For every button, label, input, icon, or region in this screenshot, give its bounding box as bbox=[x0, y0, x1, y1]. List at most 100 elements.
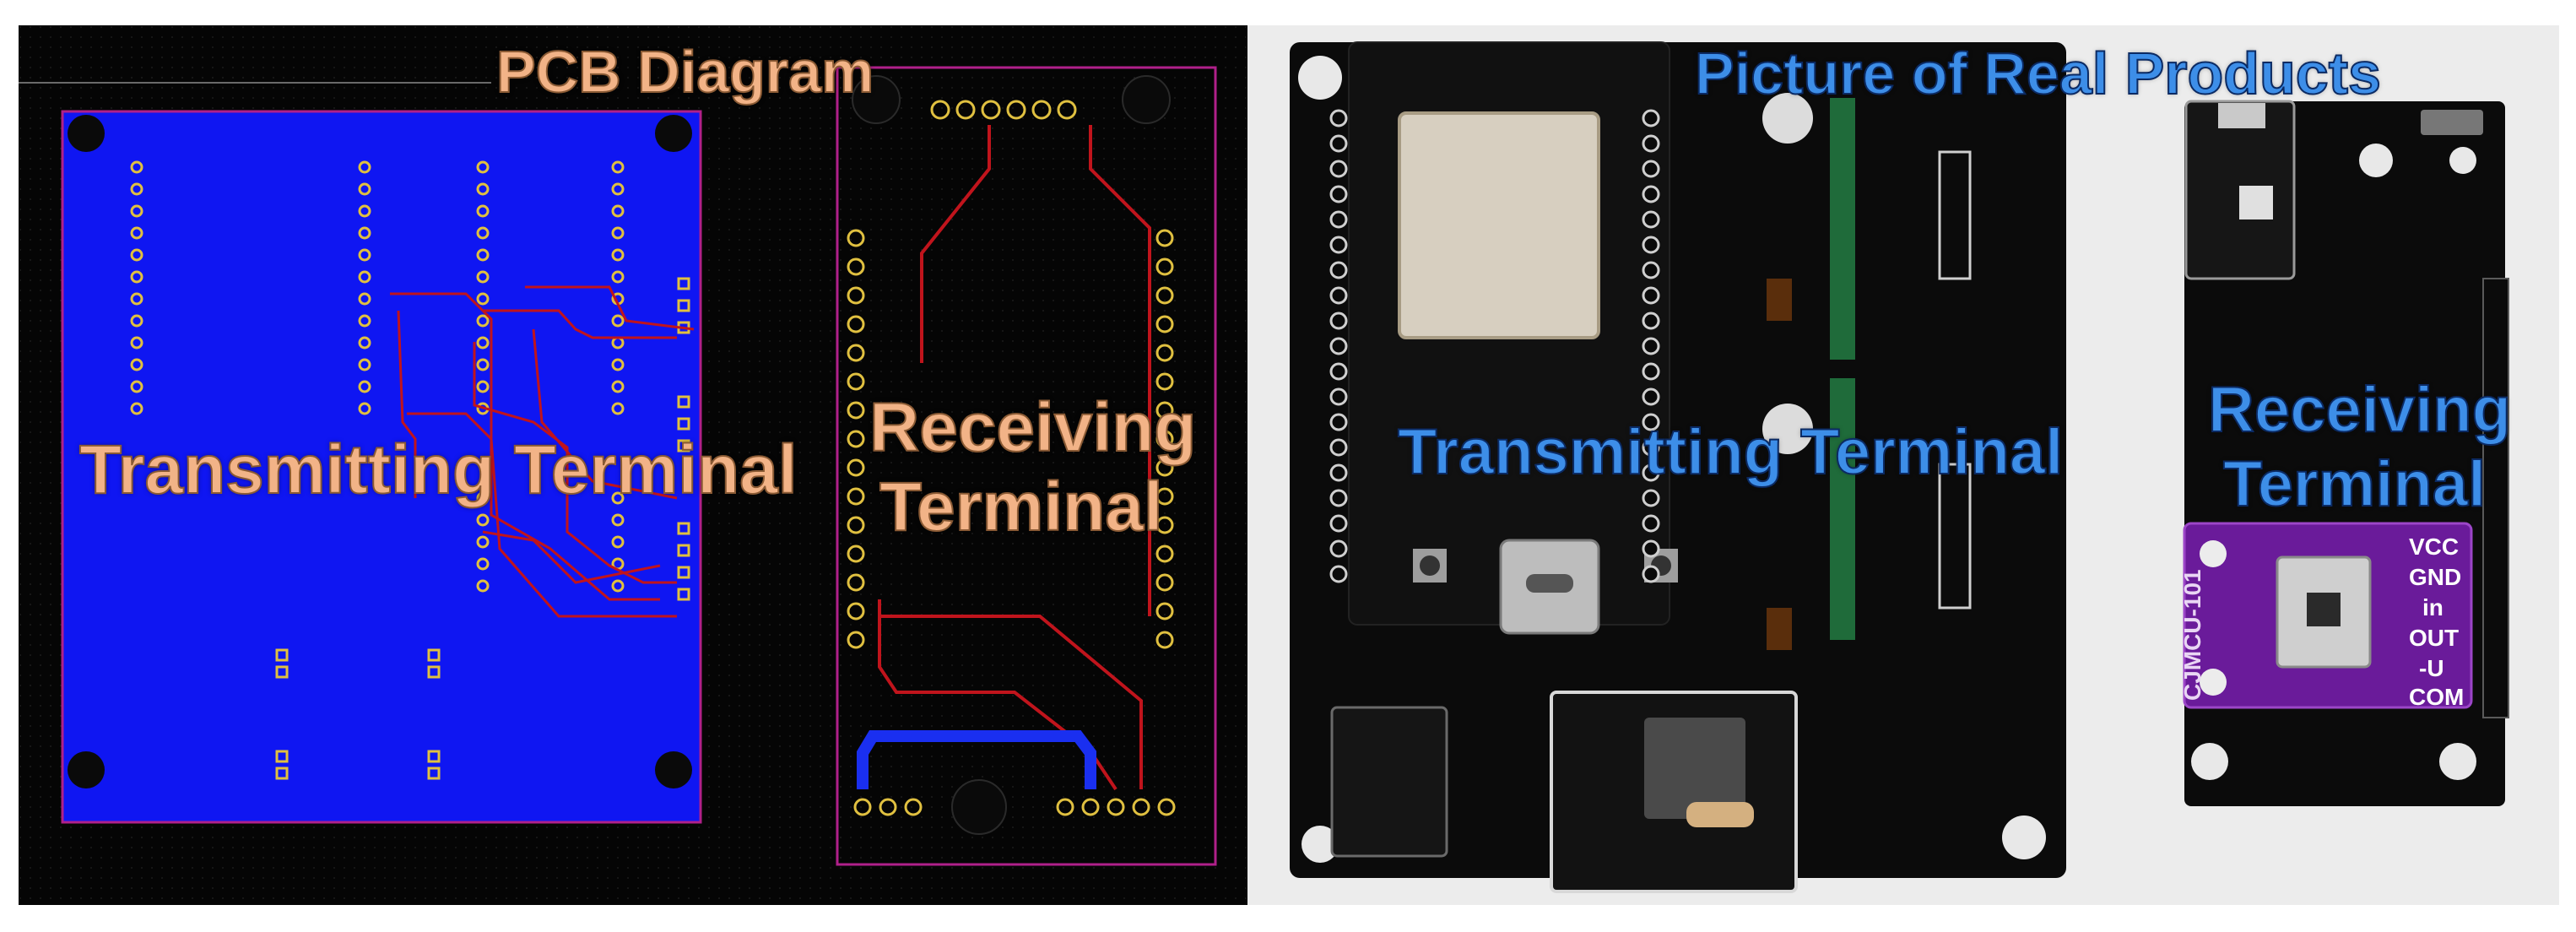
esp32-pin bbox=[1642, 413, 1660, 431]
tx-pad bbox=[358, 182, 371, 196]
esp32-pin bbox=[1642, 236, 1660, 254]
esp32-pin bbox=[1642, 539, 1660, 558]
tx-pad bbox=[476, 270, 490, 284]
tx-square-pad bbox=[275, 767, 289, 780]
rx-right-pad bbox=[1155, 602, 1174, 620]
rx-header-pad bbox=[981, 100, 1001, 120]
real-transmitting-terminal-label: Transmitting Terminal bbox=[1397, 416, 2064, 488]
pcb-diagram-panel: PCB Diagram Transmitting Terminal Receiv… bbox=[19, 25, 1247, 905]
transmitting-board-photo bbox=[1290, 41, 2066, 893]
rx-right-pad bbox=[1155, 430, 1174, 448]
tx-pad bbox=[130, 314, 143, 328]
esp32-pin bbox=[1642, 565, 1660, 583]
rx-left-pad bbox=[847, 344, 865, 362]
rx-left-pad bbox=[847, 602, 865, 620]
tx-pad bbox=[476, 380, 490, 393]
tx-pad bbox=[476, 358, 490, 371]
rx-left-pad bbox=[847, 516, 865, 534]
rx-right-pad bbox=[1155, 487, 1174, 506]
pcb-receiving-terminal-label-line1: Receiving bbox=[869, 389, 1197, 466]
tx-pad bbox=[476, 336, 490, 350]
rx-right-pad bbox=[1155, 631, 1174, 649]
rx-header-pad bbox=[930, 100, 950, 120]
tx-pad bbox=[476, 160, 490, 174]
tx-pad bbox=[476, 557, 490, 571]
esp32-pin bbox=[1329, 489, 1348, 507]
rx-left-pad bbox=[847, 430, 865, 448]
tx-square-pad bbox=[427, 648, 441, 662]
rx-left-pad bbox=[847, 315, 865, 333]
esp32-pin bbox=[1329, 236, 1348, 254]
tx-pad bbox=[358, 402, 371, 415]
esp32-pin bbox=[1329, 413, 1348, 431]
receiving-board-photo bbox=[2183, 100, 2509, 806]
tx-pad bbox=[130, 226, 143, 240]
pcb-diagram-title: PCB Diagram bbox=[495, 39, 874, 105]
rx-right-pad bbox=[1155, 545, 1174, 563]
pcb-transmitting-terminal-label: Transmitting Terminal bbox=[78, 431, 798, 508]
rx-bottom-pad bbox=[1157, 798, 1176, 816]
rx-left-pad bbox=[847, 372, 865, 391]
relay-header-top bbox=[1830, 98, 1855, 360]
tx-pad bbox=[611, 491, 625, 505]
tx-pad bbox=[130, 270, 143, 284]
tx-square-pad bbox=[275, 750, 289, 763]
esp32-pin bbox=[1642, 286, 1660, 305]
esp32-pin bbox=[1329, 210, 1348, 229]
rx-bottom-pad bbox=[1107, 798, 1125, 816]
tx-square-pad bbox=[677, 588, 690, 601]
tx-pad bbox=[358, 226, 371, 240]
esp32-pin bbox=[1642, 438, 1660, 457]
esp32-pin bbox=[1642, 489, 1660, 507]
rx-header-pad bbox=[1006, 100, 1026, 120]
tx-pad bbox=[611, 182, 625, 196]
tx-square-pad bbox=[677, 439, 690, 452]
esp32-pin bbox=[1329, 134, 1348, 153]
tx-pad bbox=[476, 314, 490, 328]
tx-pad bbox=[476, 579, 490, 593]
tx-pad bbox=[476, 292, 490, 306]
tx-pad bbox=[358, 270, 371, 284]
rx-right-pad bbox=[1155, 286, 1174, 305]
tx-pad bbox=[130, 380, 143, 393]
tx-pad bbox=[358, 248, 371, 262]
esp32-module-shield bbox=[1398, 111, 1600, 339]
rx-bottom-pad bbox=[1081, 798, 1100, 816]
pin-label-vcc: VCC bbox=[2409, 534, 2460, 560]
tx-pad bbox=[476, 535, 490, 549]
tx-pad bbox=[611, 270, 625, 284]
tx-pad bbox=[358, 204, 371, 218]
esp32-pin bbox=[1329, 514, 1348, 533]
tx-pad bbox=[358, 314, 371, 328]
esp32-pin bbox=[1329, 539, 1348, 558]
tx-pad bbox=[130, 204, 143, 218]
esp32-pin bbox=[1329, 312, 1348, 330]
esp32-pin bbox=[1642, 514, 1660, 533]
esp32-pin bbox=[1642, 109, 1660, 127]
rx-left-pad bbox=[847, 286, 865, 305]
tx-square-pad bbox=[677, 277, 690, 290]
rx-header-pad bbox=[1031, 100, 1052, 120]
tx-pad bbox=[130, 358, 143, 371]
tx-pad bbox=[611, 314, 625, 328]
esp32-pin bbox=[1329, 160, 1348, 178]
tx-square-pad bbox=[677, 395, 690, 409]
real-products-title: Picture of Real Products bbox=[1694, 41, 2382, 106]
rx-left-pad bbox=[847, 631, 865, 649]
pin-label-gnd: GND bbox=[2409, 564, 2462, 590]
esp32-pin bbox=[1329, 337, 1348, 355]
rx-header-pad bbox=[955, 100, 976, 120]
esp32-pin bbox=[1642, 160, 1660, 178]
pcb-layout-drawing bbox=[19, 25, 1247, 905]
tx-pad bbox=[611, 204, 625, 218]
pcb-receiving-terminal-label-line2: Terminal bbox=[879, 469, 1164, 545]
tx-pad bbox=[130, 248, 143, 262]
tx-pad bbox=[130, 292, 143, 306]
rx-left-pad bbox=[847, 487, 865, 506]
esp32-pin bbox=[1329, 362, 1348, 381]
tx-pad bbox=[130, 336, 143, 350]
esp32-pin bbox=[1642, 362, 1660, 381]
rx-right-pad bbox=[1155, 573, 1174, 592]
rx-bottom-pad bbox=[879, 798, 897, 816]
rx-bottom-pad bbox=[1132, 798, 1150, 816]
